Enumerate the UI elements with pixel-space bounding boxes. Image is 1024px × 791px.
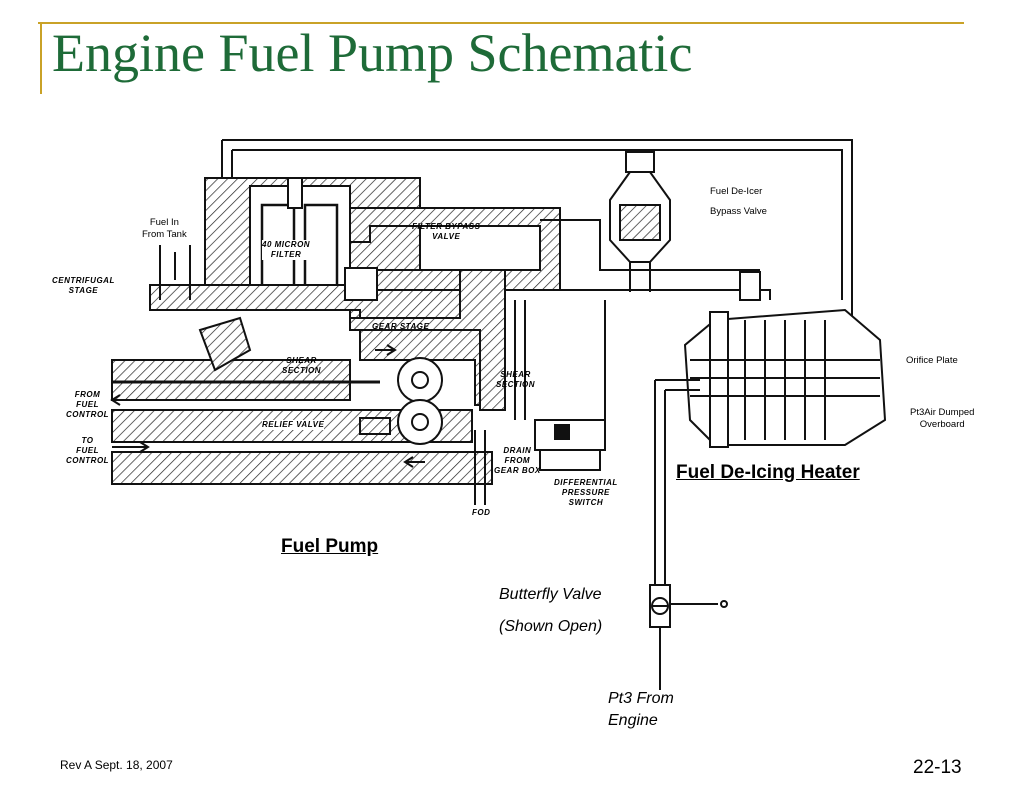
fod-label: FOD	[472, 508, 491, 517]
page-number: 22-13	[913, 757, 962, 778]
differential-pressure-switch-body	[514, 300, 606, 471]
centrifugal-impeller	[198, 316, 252, 372]
to-fuel-control-arrow	[112, 441, 150, 453]
title-rule-horizontal	[38, 22, 964, 24]
gear-stage-label: GEAR STAGE	[372, 322, 430, 331]
pt3-air-line	[654, 379, 700, 585]
deicer-bypass-valve-body	[609, 151, 671, 292]
butterfly-valve-label: Butterfly Valve(Shown Open)	[499, 586, 603, 635]
slide-title: Engine Fuel Pump Schematic	[52, 23, 693, 83]
title-rule-vertical	[40, 22, 42, 94]
revision-footer: Rev A Sept. 18, 2007	[60, 758, 173, 772]
butterfly-valve-body	[649, 584, 728, 628]
orifice-plate-label: Orifice Plate	[906, 355, 958, 366]
gear-stage	[397, 357, 443, 445]
fuel-pump-label: Fuel Pump	[281, 536, 379, 557]
from-fuel-control-arrow	[110, 394, 148, 406]
fuel-deicing-heater-body	[683, 271, 887, 448]
fuel-deicing-heater-label: Fuel De-Icing Heater	[676, 462, 860, 483]
drain-line	[474, 430, 486, 505]
relief-valve-label: RELIEF VALVE	[262, 420, 325, 430]
fuel-inlet-line	[159, 245, 191, 300]
